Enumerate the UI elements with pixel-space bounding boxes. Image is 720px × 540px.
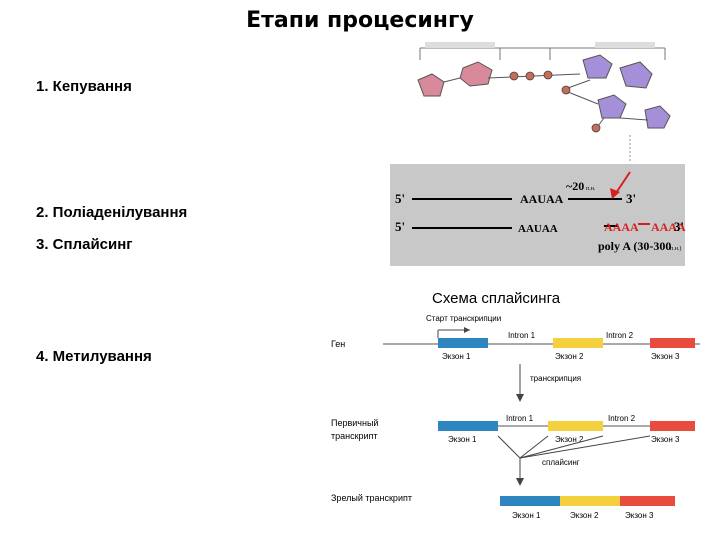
step-splicing: 3. Сплайсинг bbox=[36, 236, 133, 253]
splicing-diagram: Схема сплайсинга Старт транскрипции Ген … bbox=[331, 290, 700, 520]
polya-tail-label: poly A (30-300 bbox=[598, 239, 671, 253]
splicing-title: Схема сплайсинга bbox=[432, 290, 561, 307]
step-methylation: 4. Метилування bbox=[36, 348, 152, 365]
mature-exon2-label: Экзон 2 bbox=[570, 511, 599, 520]
gene-exon1 bbox=[438, 338, 488, 348]
cap-structure bbox=[417, 42, 671, 162]
polya-signal-top: AAUAA bbox=[520, 192, 564, 206]
mature-exon1-label: Экзон 1 bbox=[512, 511, 541, 520]
gene-exon1-label: Экзон 1 bbox=[442, 352, 471, 361]
primary-intron1-label: Intron 1 bbox=[506, 414, 534, 423]
polya-3prime-bottom: 3' bbox=[674, 219, 684, 234]
gene-intron2-label: Intron 2 bbox=[606, 331, 634, 340]
primary-exon1 bbox=[438, 421, 498, 431]
polya-signal-bottom: AAUAA bbox=[518, 223, 558, 235]
polya-5prime-top: 5' bbox=[395, 191, 405, 206]
polya-panel: 5' 5' AAUAA AAUAA ~20 п.н. 3' AAAA AAAA … bbox=[390, 164, 686, 266]
transcription-start-label: Старт транскрипции bbox=[426, 314, 501, 323]
primary-transcript-line1: Первичный bbox=[331, 418, 378, 428]
gene-label: Ген bbox=[331, 339, 345, 349]
primary-intron2-label: Intron 2 bbox=[608, 414, 636, 423]
mature-exon2 bbox=[560, 496, 620, 506]
mature-exon1 bbox=[500, 496, 560, 506]
slide-title: Етапи процесингу bbox=[246, 8, 474, 33]
polya-distance: ~20 bbox=[566, 179, 584, 193]
polya-3prime-top: 3' bbox=[626, 191, 636, 206]
mature-transcript-label: Зрелый транскрипт bbox=[331, 493, 412, 503]
gene-exon2-label: Экзон 2 bbox=[555, 352, 584, 361]
polya-tail-left: AAAA bbox=[604, 220, 639, 234]
polya-distance-unit: п.н. bbox=[586, 186, 596, 192]
gene-exon3 bbox=[650, 338, 695, 348]
step-polyadenylation: 2. Поліаденілування bbox=[36, 204, 188, 221]
primary-exon2-label: Экзон 2 bbox=[555, 435, 584, 444]
mature-exon3-label: Экзон 3 bbox=[625, 511, 654, 520]
step-capping: 1. Кепування bbox=[36, 78, 132, 95]
primary-transcript-line2: транскрипт bbox=[331, 431, 378, 441]
splicing-label: сплайсинг bbox=[542, 458, 580, 467]
gene-intron1-label: Intron 1 bbox=[508, 331, 536, 340]
gene-exon3-label: Экзон 3 bbox=[651, 352, 680, 361]
gene-exon2 bbox=[553, 338, 603, 348]
polya-5prime-bottom: 5' bbox=[395, 219, 405, 234]
primary-exon1-label: Экзон 1 bbox=[448, 435, 477, 444]
primary-exon3 bbox=[650, 421, 695, 431]
primary-exon2 bbox=[548, 421, 603, 431]
transcription-label: транскрипция bbox=[530, 374, 581, 383]
mature-exon3 bbox=[620, 496, 675, 506]
polya-tail-unit: п.н.) bbox=[670, 245, 681, 252]
primary-exon3-label: Экзон 3 bbox=[651, 435, 680, 444]
polya-tail-right: AAAA bbox=[651, 220, 686, 234]
